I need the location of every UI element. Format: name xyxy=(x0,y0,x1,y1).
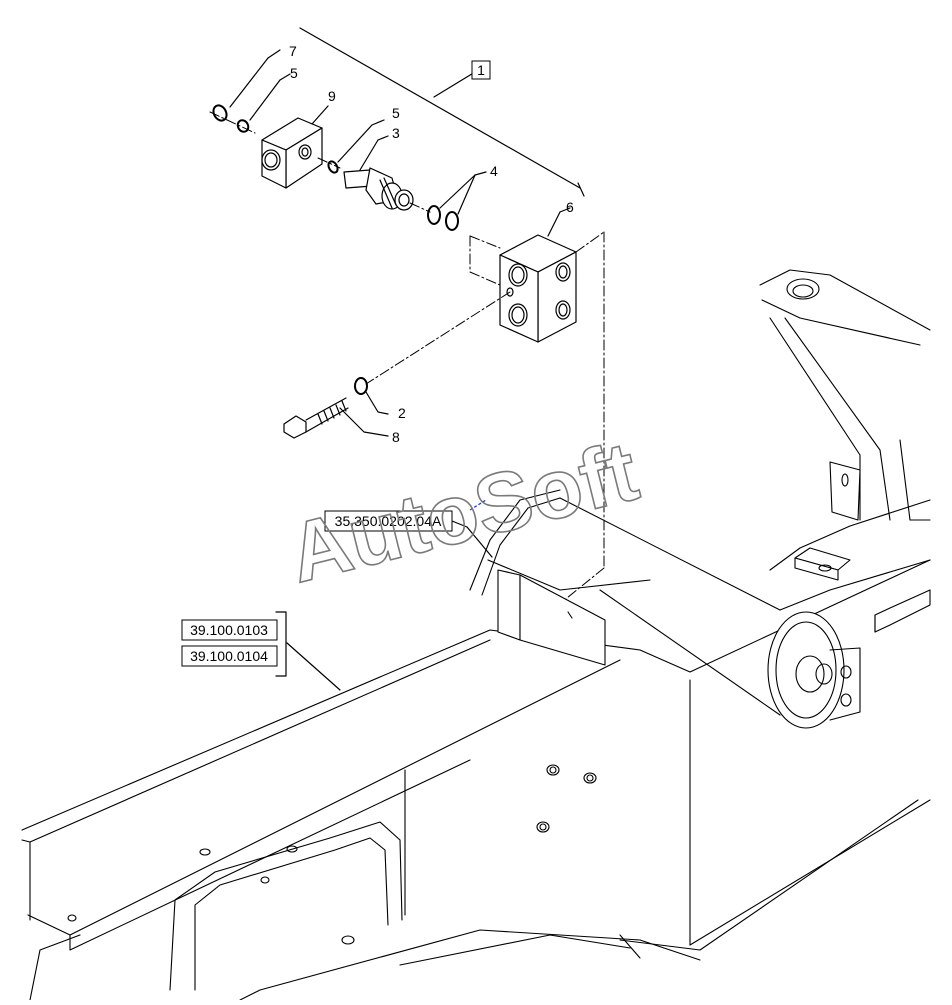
reference-link-35-350-0202-04a[interactable]: 35.350.0202.04A xyxy=(324,510,453,532)
callout-1: 1 xyxy=(477,62,485,78)
part-2-washer xyxy=(354,377,389,415)
link-marker-arrow xyxy=(469,499,487,511)
reference-label: 39.100.0104 xyxy=(190,648,268,664)
reference-label: 39.100.0103 xyxy=(190,622,268,638)
reference-leader-lines xyxy=(275,520,493,691)
part-3-valve-cartridge xyxy=(343,135,414,211)
part-4-seal-rings xyxy=(427,171,487,231)
callout-2: 2 xyxy=(398,405,406,421)
callout-5-lower: 5 xyxy=(392,105,400,121)
callout-3: 3 xyxy=(392,125,400,141)
callout-4: 4 xyxy=(490,163,498,179)
callout-8: 8 xyxy=(392,429,400,445)
part-6-valve-block xyxy=(499,207,577,343)
chassis-frame xyxy=(21,269,931,1001)
callout-labels: 1 2 3 4 5 5 6 7 8 9 xyxy=(289,43,574,445)
callout-9: 9 xyxy=(328,88,336,104)
assembly-bracket-line xyxy=(299,27,585,197)
callout-5-upper: 5 xyxy=(290,65,298,81)
callout-6: 6 xyxy=(566,199,574,215)
reference-link-39-100-0103[interactable]: 39.100.0103 xyxy=(181,619,278,641)
part-5-o-ring-upper xyxy=(236,73,291,133)
callout-box-1 xyxy=(471,60,491,80)
part-5-o-ring-lower xyxy=(327,119,385,174)
part-7-retaining-ring xyxy=(212,49,281,122)
part-8-bolt xyxy=(283,397,389,439)
reference-label: 35.350.0202.04A xyxy=(335,513,442,529)
part-9-solenoid-coil xyxy=(261,105,329,189)
watermark: AutoSoft xyxy=(280,423,647,600)
reference-link-39-100-0104[interactable]: 39.100.0104 xyxy=(181,645,278,667)
callout-7: 7 xyxy=(289,43,297,59)
